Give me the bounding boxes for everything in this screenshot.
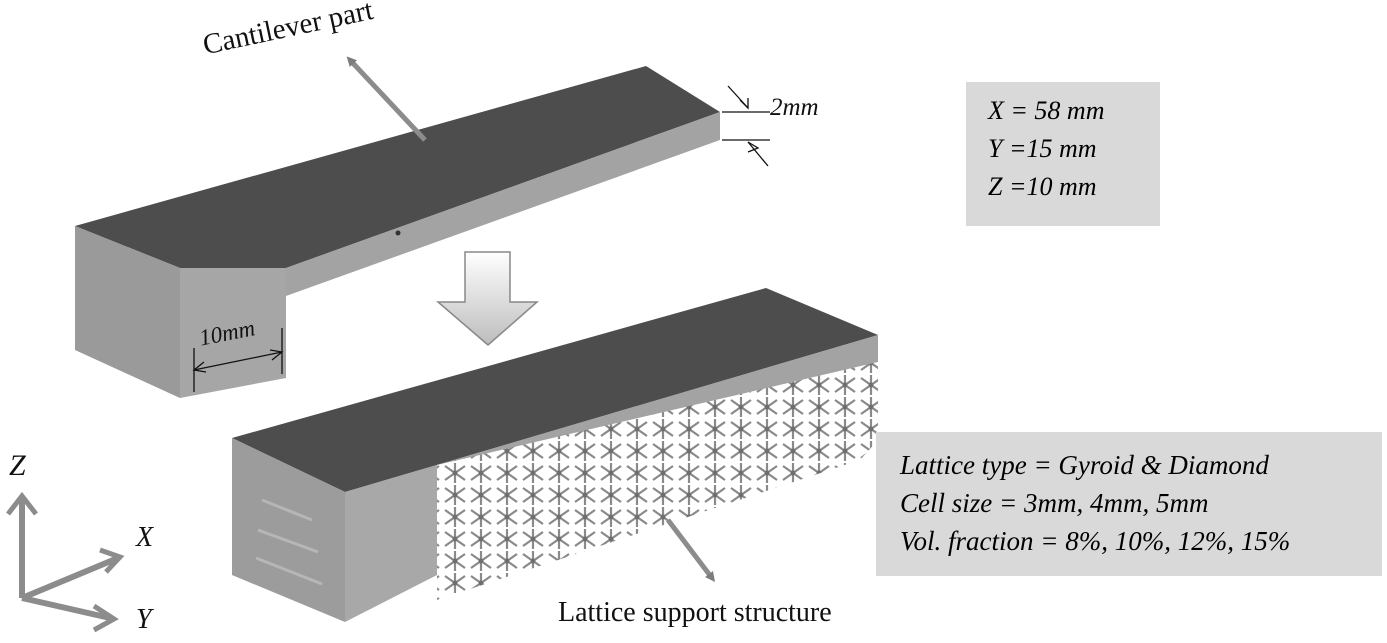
axis-z-label: Z <box>9 449 26 482</box>
axis-triad <box>6 491 125 633</box>
axis-x-label: X <box>136 522 154 553</box>
lattice-parameters-box: Lattice type = Gyroid & Diamond Cell siz… <box>876 432 1382 576</box>
width-dimension <box>192 328 284 392</box>
cantilever-top-face <box>75 66 720 268</box>
cantilever-leg-front-face <box>180 268 286 398</box>
cantilever-pointer-arrow <box>346 56 427 142</box>
lattice-pointer-arrow <box>666 518 716 582</box>
lattice-part-side-face <box>232 438 345 622</box>
lattice-support-label: Lattice support structure <box>558 597 832 628</box>
axis-y-label: Y <box>136 604 152 635</box>
lattice-structure <box>437 362 878 600</box>
thickness-dimension <box>722 85 770 167</box>
dimension-y: Y =15 mm <box>988 134 1097 163</box>
cantilever-part <box>75 66 720 398</box>
volume-fraction-line: Vol. fraction = 8%, 10%, 12%, 15% <box>900 526 1291 556</box>
dimension-x: X = 58 mm <box>988 96 1105 125</box>
dimension-z: Z =10 mm <box>988 172 1097 201</box>
lattice-part-top-face <box>232 288 878 492</box>
cell-size-line: Cell size = 3mm, 4mm, 5mm <box>900 488 1209 518</box>
thickness-label: 2mm <box>770 94 819 121</box>
lattice-part <box>232 288 878 622</box>
cantilever-arm-front-face <box>286 112 720 296</box>
lattice-part-front-face <box>345 465 437 622</box>
engraved-marking <box>255 498 323 586</box>
lattice-type-line: Lattice type = Gyroid & Diamond <box>900 450 1269 480</box>
down-arrow <box>435 251 539 346</box>
dimensions-box: X = 58 mm Y =15 mm Z =10 mm <box>966 82 1160 226</box>
cantilever-leg-side-face <box>75 226 180 398</box>
